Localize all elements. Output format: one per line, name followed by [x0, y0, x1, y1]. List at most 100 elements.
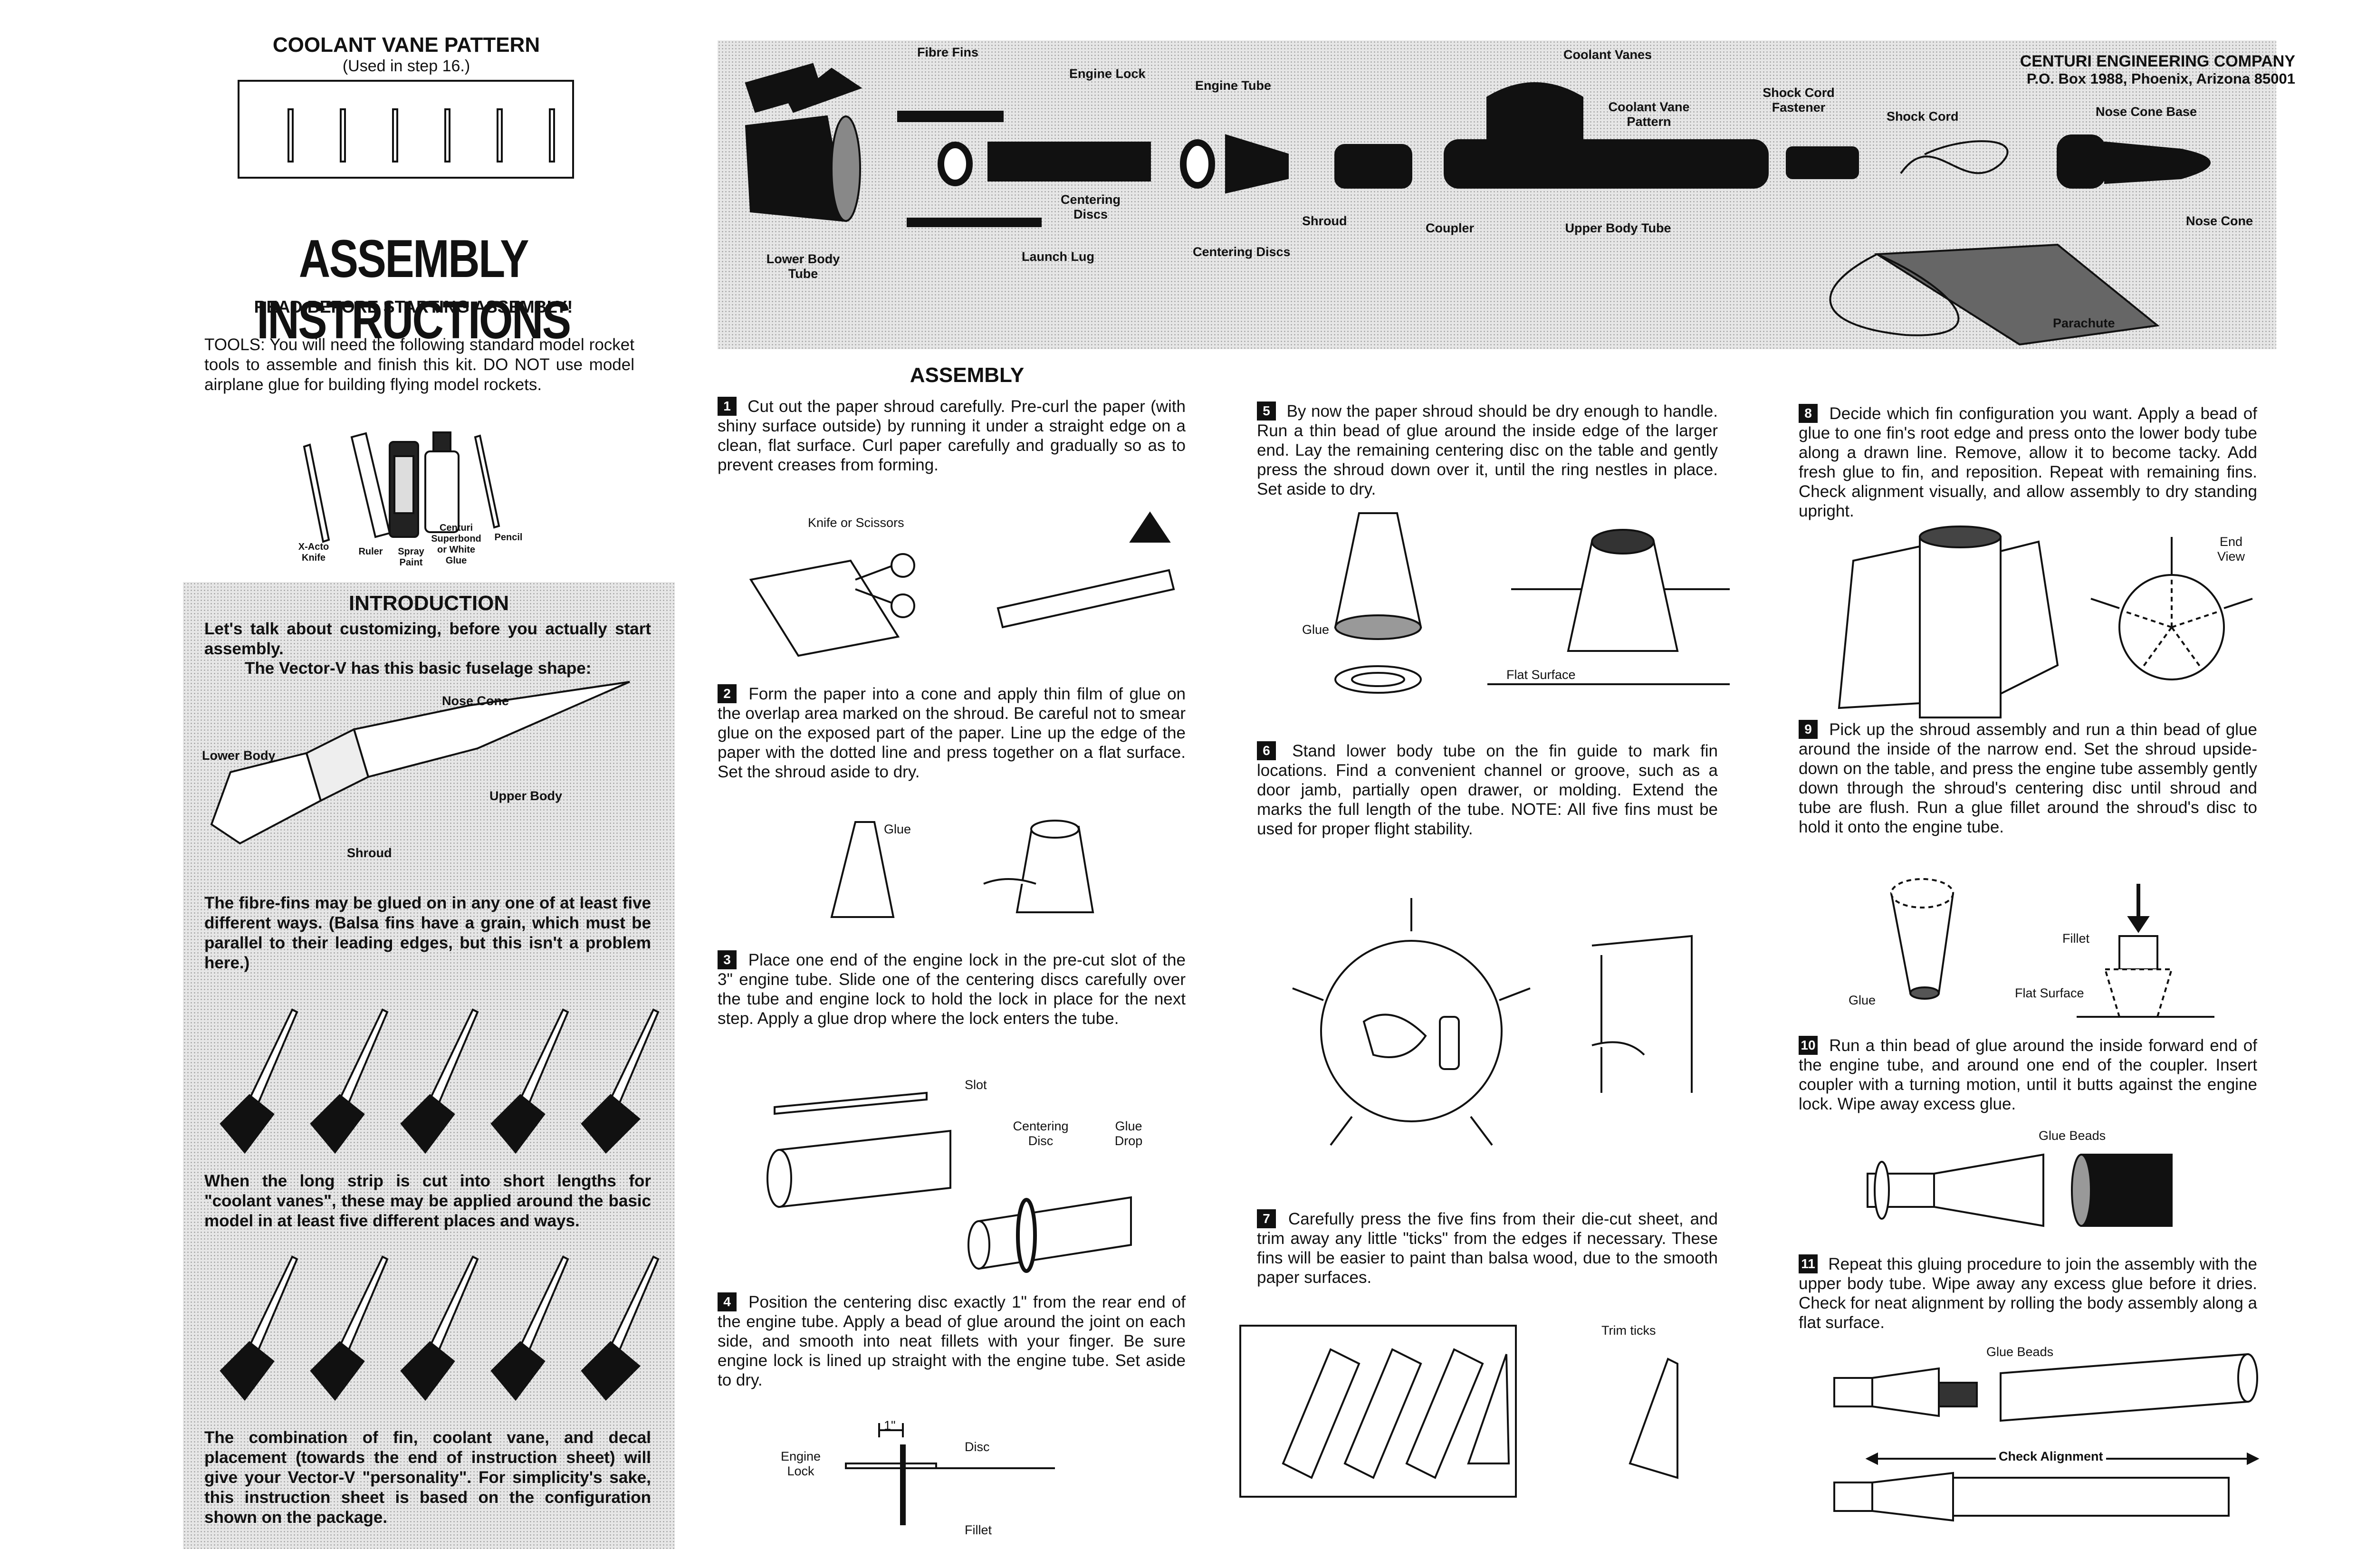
- step-3-figure: [766, 1091, 1132, 1273]
- step-8: 8 Decide which fin configuration you wan…: [1799, 404, 2257, 521]
- step-6-figure: [1292, 898, 1693, 1146]
- part-label-nose-cone: Nose Cone: [2186, 214, 2253, 228]
- fuselage-drawing: [210, 681, 630, 845]
- step-5: 5 By now the paper shroud should be dry …: [1257, 402, 1718, 499]
- step-number: 1: [718, 397, 737, 416]
- step-10: 10 Run a thin bead of glue around the in…: [1799, 1036, 2257, 1114]
- step-text: Carefully press the five fins from their…: [1257, 1210, 1718, 1287]
- step-text: Place one end of the engine lock in the …: [718, 951, 1186, 1028]
- introduction-panel: INTRODUCTION Let's talk about customizin…: [183, 582, 675, 1549]
- part-label-shroud: Shroud: [1302, 214, 1347, 228]
- coolant-vane-pattern-strip[interactable]: [238, 80, 574, 179]
- part-label-shock-cord: Shock Cord: [1887, 109, 1959, 124]
- step-number: 5: [1257, 402, 1276, 421]
- step-text: Position the centering disc exactly 1" f…: [718, 1293, 1186, 1389]
- step-10-figure: [1867, 1153, 2173, 1227]
- step-number: 4: [718, 1292, 737, 1311]
- part-label-launch-lug: Launch Lug: [1022, 249, 1094, 264]
- fin-configurations: [220, 1008, 660, 1154]
- label-glue-step5: Glue: [1302, 622, 1330, 637]
- step-number: 2: [718, 684, 737, 703]
- part-label-fibre-fins: Fibre Fins: [917, 45, 979, 59]
- part-label-centering-discs-1: Centering Discs: [1060, 192, 1121, 221]
- step-9: 9 Pick up the shroud assembly and run a …: [1799, 720, 2257, 837]
- label-glue-step2: Glue: [884, 822, 911, 836]
- part-label-shock-cord-fastener: Shock Cord Fastener: [1763, 86, 1835, 115]
- label-glue-drop: Glue Drop: [1114, 1119, 1143, 1148]
- vane-slots: [287, 108, 555, 163]
- step-text: Stand lower body tube on the fin guide t…: [1257, 742, 1718, 838]
- tools-illustration: [303, 431, 500, 543]
- step-text: By now the paper shroud should be dry en…: [1257, 402, 1718, 498]
- tool-label-glue: Centuri Superbond or White Glue: [431, 523, 481, 566]
- label-glue-step9: Glue: [1849, 993, 1876, 1007]
- company-address: P.O. Box 1988, Phoenix, Arizona 85001: [2026, 70, 2295, 87]
- step-number: 3: [718, 950, 737, 969]
- step-number: 10: [1799, 1036, 1818, 1055]
- vane-configurations: [220, 1255, 660, 1401]
- parts-exploded-view: [745, 63, 2211, 346]
- introduction-title: INTRODUCTION: [348, 592, 509, 615]
- step-text: Cut out the paper shroud carefully. Pre-…: [718, 397, 1186, 474]
- assembly-title: ASSEMBLY: [910, 363, 1025, 387]
- page-title: ASSEMBLY INSTRUCTIONS: [257, 229, 571, 350]
- introduction-p3: When the long strip is cut into short le…: [204, 1172, 651, 1230]
- page-subtitle: READ BEFORE STARTING ASSEMBLY!: [254, 297, 573, 316]
- label-flat-surface-step5: Flat Surface: [1506, 668, 1576, 682]
- introduction-p1: Let's talk about customizing, before you…: [204, 620, 651, 658]
- introduction-p1b: The Vector-V has this basic fuselage sha…: [245, 659, 592, 678]
- step-number: 8: [1799, 404, 1818, 423]
- label-engine-lock: Engine Lock: [780, 1449, 821, 1478]
- label-check-alignment: Check Alignment: [1996, 1449, 2106, 1464]
- label-glue-beads-step11: Glue Beads: [1986, 1345, 2054, 1359]
- step-4-figure: [845, 1423, 1055, 1525]
- fuselage-label-upper: Upper Body: [489, 789, 563, 803]
- part-label-engine-tube: Engine Tube: [1195, 78, 1271, 93]
- parts-banner: Fibre Fins Engine Lock Engine Tube Coola…: [718, 40, 2276, 349]
- label-disc: Disc: [965, 1440, 990, 1454]
- step-number: 7: [1257, 1209, 1276, 1228]
- vane-pattern-title: COOLANT VANE PATTERN: [272, 33, 540, 57]
- step-3: 3 Place one end of the engine lock in th…: [718, 950, 1186, 1028]
- fuselage-label-shroud: Shroud: [347, 846, 392, 860]
- step-text: Repeat this gluing procedure to join the…: [1799, 1255, 2257, 1332]
- step-1: 1 Cut out the paper shroud carefully. Pr…: [718, 397, 1186, 475]
- step-2: 2 Form the paper into a cone and apply t…: [718, 684, 1186, 782]
- step-text: Form the paper into a cone and apply thi…: [718, 685, 1186, 781]
- part-label-coolant-vane-pattern: Coolant Vane Pattern: [1608, 100, 1690, 129]
- step-7: 7 Carefully press the five fins from the…: [1257, 1209, 1718, 1287]
- label-end-view: End View: [2217, 535, 2245, 564]
- part-label-nose-cone-base: Nose Cone Base: [2096, 105, 2197, 119]
- label-slot: Slot: [965, 1078, 987, 1092]
- label-knife-or-scissors: Knife or Scissors: [808, 516, 904, 530]
- vane-pattern-subtitle: (Used in step 16.): [342, 57, 470, 75]
- part-label-lower-body-tube: Lower Body Tube: [766, 252, 840, 281]
- part-label-coupler: Coupler: [1426, 221, 1475, 235]
- tool-label-spray: Spray Paint: [398, 546, 424, 568]
- label-fillet-step4: Fillet: [965, 1523, 992, 1537]
- tools-text: TOOLS: You will need the following stand…: [204, 335, 634, 394]
- label-trim-ticks: Trim ticks: [1601, 1323, 1656, 1338]
- step-1-figure: [749, 511, 1175, 657]
- fuselage-label-nose: Nose Cone: [442, 694, 509, 708]
- step-2-figure: [830, 820, 1094, 918]
- step-number: 9: [1799, 720, 1818, 739]
- step-6: 6 Stand lower body tube on the fin guide…: [1257, 741, 1718, 839]
- step-number: 11: [1799, 1254, 1818, 1273]
- introduction-p4: The combination of fin, coolant vane, an…: [204, 1428, 651, 1527]
- step-7-figure: [1239, 1325, 1678, 1498]
- step-11: 11 Repeat this gluing procedure to join …: [1799, 1254, 2257, 1332]
- part-label-centering-discs-2: Centering Discs: [1193, 245, 1291, 259]
- step-text: Pick up the shroud assembly and run a th…: [1799, 720, 2257, 836]
- label-one-inch: 1": [884, 1418, 896, 1433]
- step-4: 4 Position the centering disc exactly 1"…: [718, 1292, 1186, 1390]
- step-number: 6: [1257, 741, 1276, 760]
- tool-label-knife: X-Acto Knife: [298, 542, 329, 563]
- company-name: CENTURI ENGINEERING COMPANY: [2020, 52, 2295, 70]
- step-5-figure: [1334, 512, 1730, 694]
- introduction-p2: The fibre-fins may be glued on in any on…: [204, 894, 651, 972]
- step-8-figure: [1838, 526, 2253, 718]
- step-text: Run a thin bead of glue around the insid…: [1799, 1036, 2257, 1113]
- fuselage-label-lower: Lower Body: [202, 748, 276, 763]
- label-flat-surface-step9: Flat Surface: [2015, 986, 2084, 1000]
